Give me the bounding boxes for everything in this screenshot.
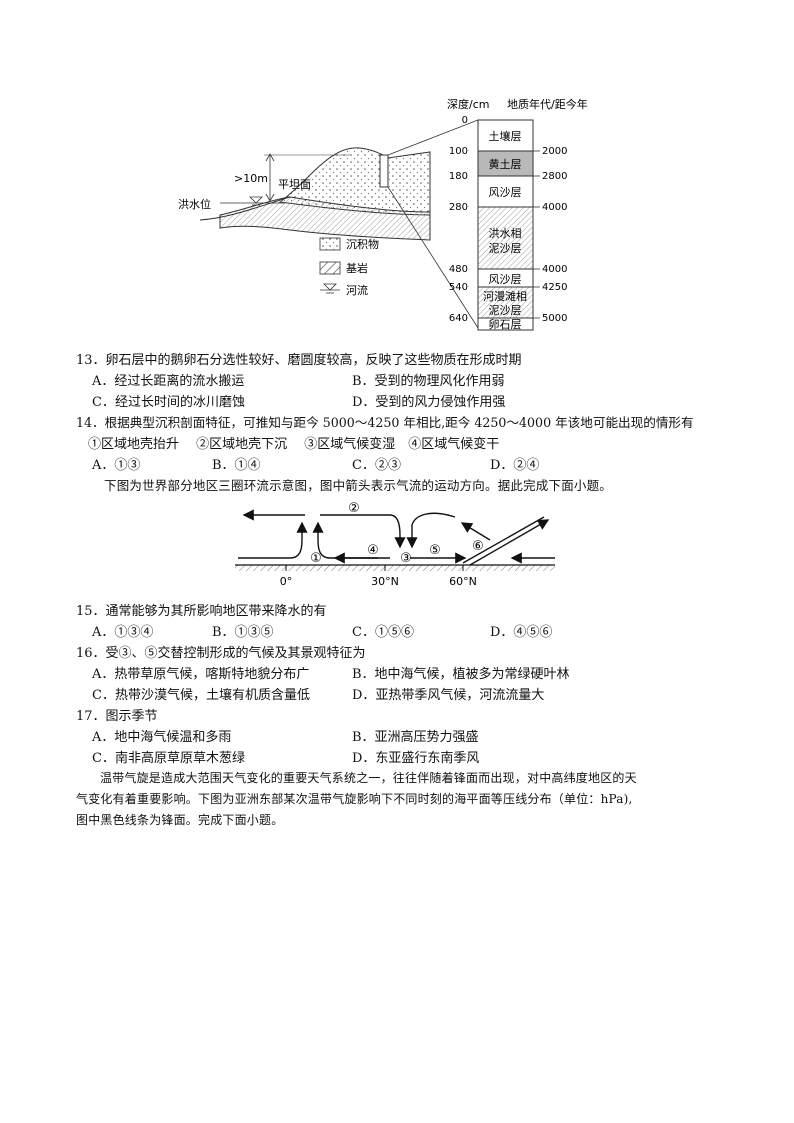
q13-option-a[interactable]: A．经过长距离的流水搬运 bbox=[92, 374, 245, 389]
q15-option-d[interactable]: D．④⑤⑥ bbox=[490, 625, 553, 640]
layer-floodplain-2: 泥沙层 bbox=[489, 304, 522, 317]
depth-480: 480 bbox=[449, 264, 468, 275]
q15-option-a[interactable]: A．①③④ bbox=[92, 625, 154, 640]
intro-cyclone-line1: 温带气旋是造成大范围天气变化的重要天气系统之一，往往伴随着锋面而出现，对中高纬度… bbox=[100, 771, 637, 785]
circle-5: ⑤ bbox=[429, 543, 441, 558]
depth-640: 640 bbox=[449, 313, 468, 324]
layer-gravel: 卵石层 bbox=[489, 318, 522, 331]
circle-2: ② bbox=[348, 501, 360, 516]
q14-option-c[interactable]: C．②③ bbox=[352, 458, 401, 473]
q17-option-c[interactable]: C．南非高原草原草木葱绿 bbox=[92, 751, 245, 766]
q16-option-b[interactable]: B．地中海气候，植被多为常绿硬叶林 bbox=[352, 667, 570, 682]
flood-label: 洪水位 bbox=[178, 197, 211, 211]
q17-option-b[interactable]: B．亚洲高压势力强盛 bbox=[352, 730, 479, 745]
layer-aeolian-2: 风沙层 bbox=[489, 273, 522, 286]
depth-180: 180 bbox=[449, 171, 468, 182]
circle-6: ⑥ bbox=[472, 539, 484, 554]
q16-option-a[interactable]: A．热带草原气候，喀斯特地貌分布广 bbox=[92, 667, 310, 682]
lat-0: 0° bbox=[280, 575, 293, 588]
circle-4: ④ bbox=[367, 543, 379, 558]
layer-aeolian-1: 风沙层 bbox=[489, 186, 522, 199]
bedrock bbox=[219, 196, 431, 241]
sediment-profile-figure: 深度/cm 地质年代/距今年 洪水位 >10m 平坦面 沉积物 基岩 河流 土壤… bbox=[178, 97, 588, 331]
legend-river: 河流 bbox=[346, 283, 368, 297]
q16-option-d[interactable]: D．亚热带季风气候，河流流量大 bbox=[352, 688, 545, 703]
q16-option-c[interactable]: C．热带沙漠气候，土壤有机质含量低 bbox=[92, 688, 310, 703]
age-2000: 2000 bbox=[542, 146, 567, 157]
layer-loess: 黄土层 bbox=[489, 157, 522, 171]
circle-1: ① bbox=[310, 551, 322, 566]
q17-option-a[interactable]: A．地中海气候温和多雨 bbox=[92, 730, 232, 745]
q15-stem: 15．通常能够为其所影响地区带来降水的有 bbox=[76, 604, 327, 619]
legend-sediment: 沉积物 bbox=[346, 237, 379, 251]
age-2800: 2800 bbox=[542, 171, 567, 182]
depth-280: 280 bbox=[449, 202, 468, 213]
layer-flood-2: 泥沙层 bbox=[489, 242, 522, 255]
circulation-figure: 0° 30°N 60°N ① ② ③ ④ ⑤ ⑥ bbox=[235, 501, 555, 588]
intro-cyclone-line2: 气变化有着重要影响。下图为亚洲东部某次温带气旋影响下不同时刻的海平面等压线分布（… bbox=[76, 792, 633, 806]
intro-cyclone-line3: 图中黑色线条为锋面。完成下面小题。 bbox=[76, 813, 284, 827]
depth-540: 540 bbox=[449, 282, 468, 293]
depth-0: 0 bbox=[462, 115, 468, 126]
age-4000-b: 4000 bbox=[542, 264, 567, 275]
circle-3: ③ bbox=[400, 551, 412, 566]
q14-option-d[interactable]: D．②④ bbox=[490, 458, 540, 473]
q16-stem: 16．受③、⑤交替控制形成的气候及其景观特征为 bbox=[76, 646, 366, 661]
depth-header: 深度/cm bbox=[447, 97, 489, 111]
q13-option-b[interactable]: B．受到的物理风化作用弱 bbox=[352, 374, 505, 389]
q17-stem: 17．图示季节 bbox=[76, 709, 158, 724]
layer-floodplain-1: 河漫滩相 bbox=[483, 289, 527, 303]
flat-label: 平坦面 bbox=[278, 177, 311, 191]
legend-bedrock: 基岩 bbox=[346, 261, 368, 275]
layer-flood-1: 洪水相 bbox=[489, 226, 522, 240]
q17-option-d[interactable]: D．东亚盛行东南季风 bbox=[352, 751, 480, 766]
stratigraphic-column bbox=[477, 119, 534, 331]
q13-option-c[interactable]: C．经过长时间的冰川磨蚀 bbox=[92, 395, 245, 410]
depth-100: 100 bbox=[449, 146, 468, 157]
lat-60n: 60°N bbox=[449, 575, 477, 588]
q13-stem: 13．卵石层中的鹅卵石分选性较好、磨圆度较高，反映了这些物质在形成时期 bbox=[76, 353, 522, 368]
q14-option-b[interactable]: B．①④ bbox=[212, 458, 261, 473]
q14-items: ①区域地壳抬升 ②区域地壳下沉 ③区域气候变湿 ④区域气候变干 bbox=[88, 437, 500, 452]
q13-option-d[interactable]: D．受到的风力侵蚀作用强 bbox=[352, 395, 506, 410]
height-label: >10m bbox=[234, 172, 268, 185]
age-header: 地质年代/距今年 bbox=[507, 97, 588, 111]
q15-option-c[interactable]: C．①⑤⑥ bbox=[352, 625, 414, 640]
q14-stem: 14．根据典型沉积剖面特征，可推知与距今 5000～4250 年相比,距今 42… bbox=[76, 415, 694, 430]
age-5000: 5000 bbox=[542, 313, 567, 324]
intro-circulation: 下图为世界部分地区三圈环流示意图，图中箭头表示气流的运动方向。据此完成下面小题。 bbox=[104, 478, 613, 493]
q14-option-a[interactable]: A．①③ bbox=[92, 458, 141, 473]
age-4000-a: 4000 bbox=[542, 202, 567, 213]
lat-30n: 30°N bbox=[371, 575, 399, 588]
layer-soil: 土壤层 bbox=[489, 129, 522, 143]
q15-option-b[interactable]: B．①③⑤ bbox=[212, 625, 274, 640]
age-4250: 4250 bbox=[542, 282, 567, 293]
